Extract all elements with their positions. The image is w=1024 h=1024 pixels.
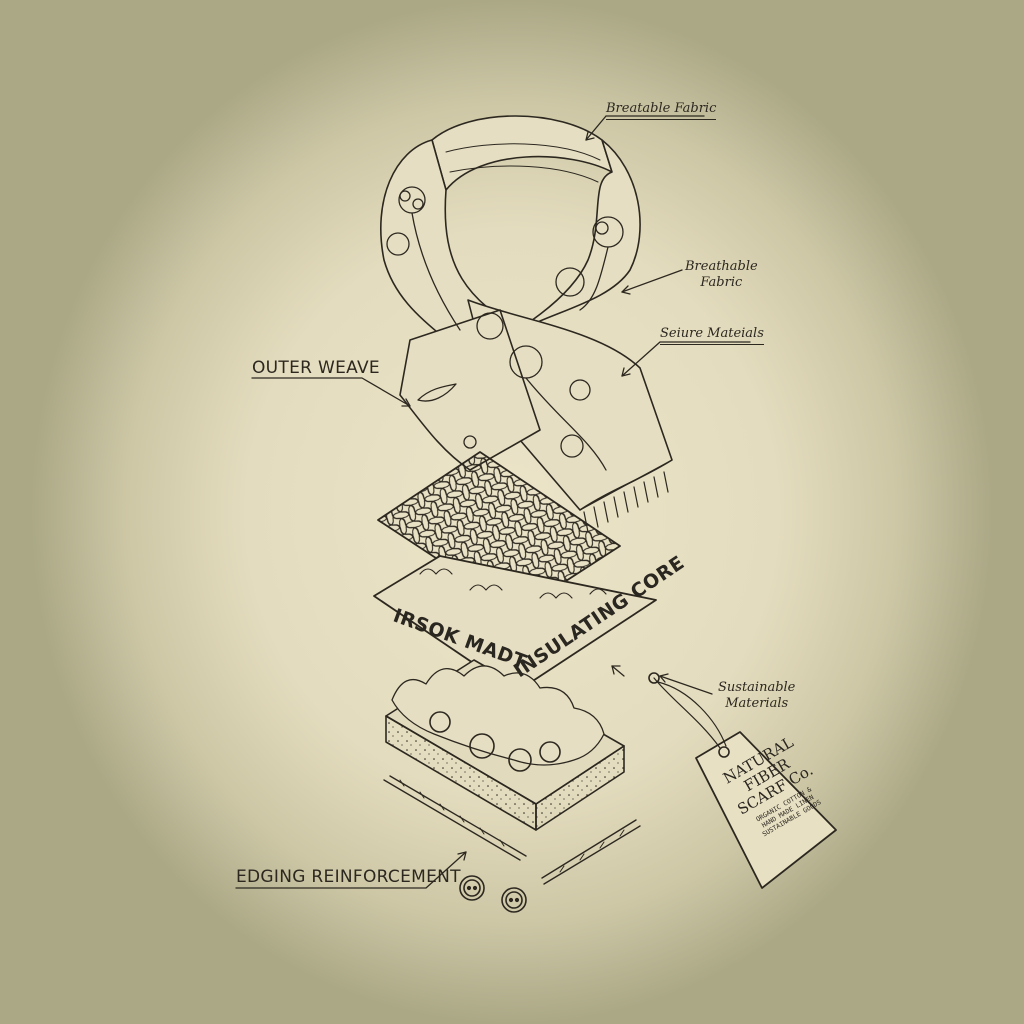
label-breathable-fabric-top: Breatable Fabric (606, 101, 717, 120)
filling-block (385, 659, 625, 831)
label-outer-weave: OUTER WEAVE (252, 358, 380, 378)
scarf-buttons (459, 875, 527, 913)
label-breathable-fabric-mid: Breathable Fabric (685, 259, 758, 291)
scarf-loop (380, 115, 641, 361)
label-sustainable-materials: Sustainable Materials (718, 680, 795, 712)
label-secure-materials: Seiure Mateials (660, 326, 764, 345)
natural-fiber-tag (648, 672, 837, 889)
insulating-core-panel (373, 555, 657, 693)
label-breathable-fabric-mid-text: Breathable Fabric (685, 259, 758, 290)
edging-cords (383, 775, 641, 885)
cotton-flower-icons (386, 186, 624, 471)
leader-lines (235, 115, 751, 889)
label-sustainable-materials-text: Sustainable Materials (718, 680, 796, 711)
label-edging-reinforcement: EDGING REINFORCEMENT (236, 867, 461, 887)
